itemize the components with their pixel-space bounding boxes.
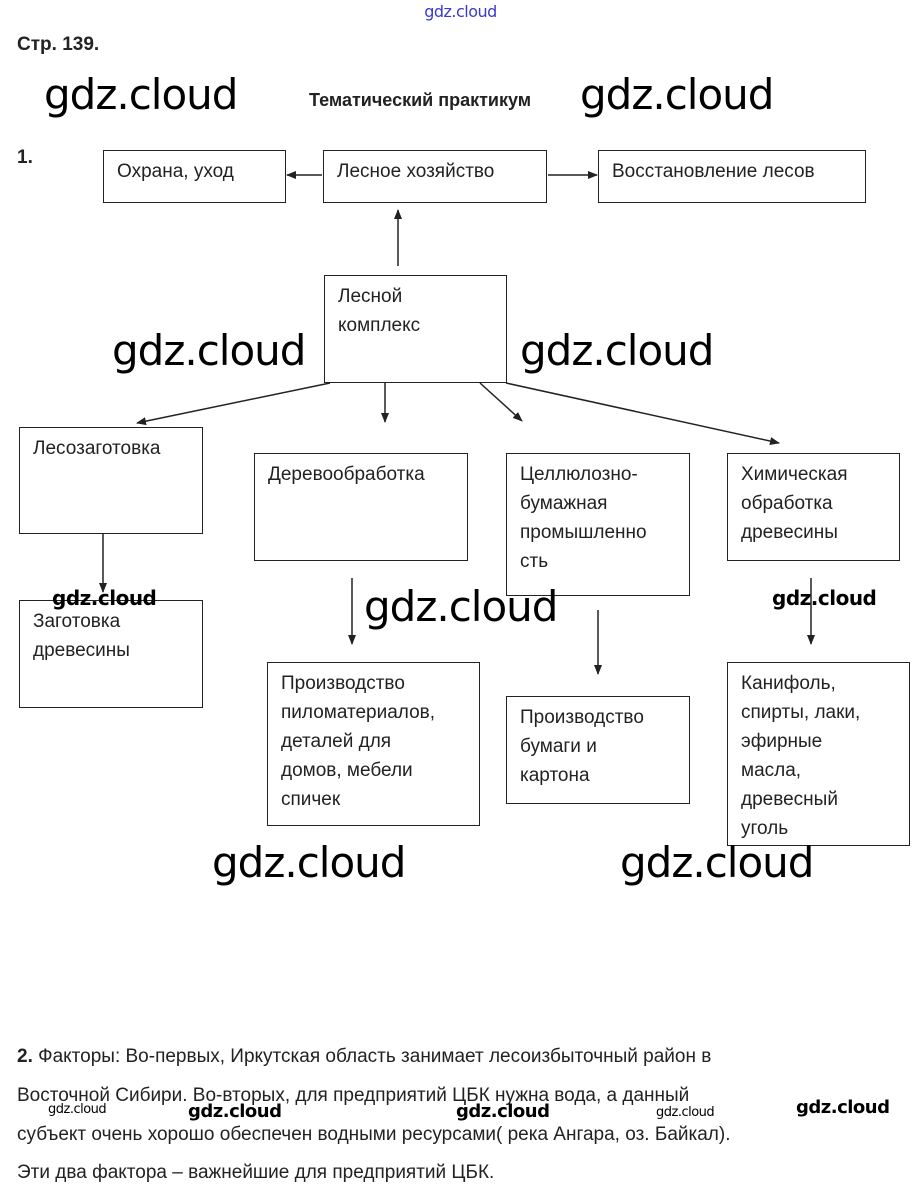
box-chemical-processing: Химическая обработка древесины (727, 453, 900, 561)
task-2-number: 2. (17, 1046, 33, 1067)
box-woodworking: Деревообработка (254, 453, 468, 561)
watermark: gdz.cloud (112, 326, 306, 375)
watermark: gdz.cloud (456, 1101, 550, 1122)
box-logging: Лесозаготовка (19, 427, 203, 534)
box-protection-care: Охрана, уход (103, 150, 286, 203)
watermark: gdz.cloud (52, 586, 157, 610)
box-pulp-paper-industry: Целлюлозно- бумажная промышленно сть (506, 453, 690, 596)
watermark: gdz.cloud (48, 1102, 107, 1117)
arrow-complex-to-pulp (479, 382, 523, 422)
task-2-line-3: субъект очень хорошо обеспечен водными р… (17, 1124, 731, 1145)
diagram-arrows (99, 171, 815, 675)
watermark: gdz.cloud (796, 1097, 890, 1118)
task-2-line-1: 2. Факторы: Во-первых, Иркутская область… (17, 1046, 907, 1068)
box-lumber-production: Производство пиломатериалов, деталей для… (267, 662, 480, 826)
watermark: gdz.cloud (44, 70, 238, 119)
watermark: gdz.cloud (212, 838, 406, 887)
watermark: gdz.cloud (656, 1105, 715, 1120)
watermark: gdz.cloud (520, 326, 714, 375)
box-paper-cardboard-production: Производство бумаги и картона (506, 696, 690, 804)
watermark: gdz.cloud (620, 838, 814, 887)
box-forestry: Лесное хозяйство (323, 150, 547, 203)
task-2-line-4: Эти два фактора – важнейшие для предприя… (17, 1162, 495, 1183)
task-1-number: 1. (17, 147, 33, 168)
arrow-complex-to-logging (136, 382, 331, 426)
page-reference: Стр. 139. (17, 34, 100, 55)
box-forest-restoration: Восстановление лесов (598, 150, 866, 203)
watermark-top: gdz.cloud (424, 2, 497, 21)
task-2-text-1: Факторы: Во-первых, Иркутская область за… (32, 1046, 712, 1067)
box-forest-complex: Лесной комплекс (324, 275, 507, 383)
watermark: gdz.cloud (580, 70, 774, 119)
box-chemical-products: Канифоль, спирты, лаки, эфирные масла, д… (727, 662, 910, 846)
document-title: Тематический практикум (309, 90, 532, 110)
watermark: gdz.cloud (188, 1101, 282, 1122)
watermark: gdz.cloud (364, 582, 558, 631)
watermark: gdz.cloud (772, 586, 877, 610)
box-timber-harvesting: Заготовка древесины (19, 600, 203, 708)
task-2-line-2: Восточной Сибири. Во-вторых, для предпри… (17, 1085, 690, 1106)
arrow-complex-to-chemical (505, 382, 780, 445)
